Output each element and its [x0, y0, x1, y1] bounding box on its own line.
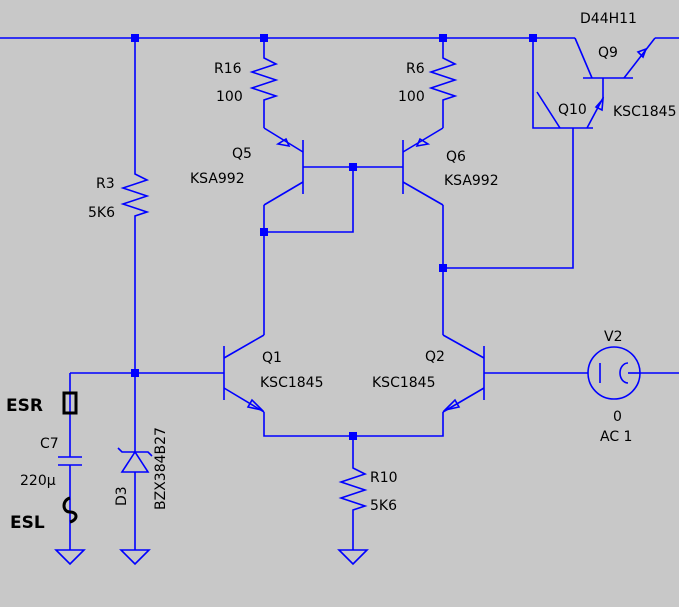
- capacitor-c7: [58, 456, 82, 466]
- resistor-r6: [428, 52, 458, 106]
- transistor-q10: [536, 91, 605, 129]
- junction-dot: [439, 264, 447, 272]
- q10-ref-label: Q10: [558, 102, 587, 118]
- q6-model-label: KSA992: [444, 173, 499, 189]
- junction-dot: [131, 34, 139, 42]
- q2-model-label: KSC1845: [372, 375, 435, 391]
- c7-ref-label: C7: [40, 436, 59, 452]
- q5-model-label: KSA992: [190, 171, 245, 187]
- vas-feed-wire: [443, 128, 574, 269]
- wires: [0, 37, 679, 550]
- junction-dot: [260, 228, 268, 236]
- r6-value-label: 100: [398, 89, 425, 105]
- transistor-q9: [574, 37, 656, 79]
- q9-ref-label: Q9: [598, 45, 618, 61]
- r6-ref-label: R6: [406, 61, 425, 77]
- d3-model-label: BZX384B27: [153, 427, 169, 510]
- resistor-r3: [120, 168, 150, 222]
- ground-symbol: [119, 549, 151, 566]
- junction-dot: [439, 34, 447, 42]
- junction-dot: [131, 369, 139, 377]
- q2-ref-label: Q2: [425, 349, 445, 365]
- q5-ref-label: Q5: [232, 146, 252, 162]
- junction-dot: [260, 34, 268, 42]
- ground-symbol: [337, 549, 369, 566]
- transistor-q2: [442, 334, 485, 413]
- v2-value-label: 0: [613, 409, 622, 425]
- esl-marker: [62, 496, 78, 524]
- q10-model-label: KSC1845: [613, 104, 676, 120]
- esr-marker: [62, 391, 78, 415]
- r16-ref-label: R16: [214, 61, 242, 77]
- zener-d3: [117, 447, 153, 473]
- q10-collector-wire: [532, 38, 553, 129]
- r16-value-label: 100: [216, 89, 243, 105]
- transistor-q6: [402, 127, 444, 206]
- junctions: [131, 34, 537, 440]
- v2-ac-label: AC 1: [600, 429, 632, 445]
- q1-model-label: KSC1845: [260, 375, 323, 391]
- junction-dot: [349, 163, 357, 171]
- d3-ref-label: D3: [114, 486, 130, 506]
- esl-label: ESL: [10, 513, 45, 533]
- esr-label: ESR: [6, 396, 43, 416]
- r3-ref-label: R3: [96, 176, 115, 192]
- v2-ref-label: V2: [604, 329, 622, 345]
- resistor-r16: [249, 52, 279, 106]
- transistor-q5: [263, 127, 304, 206]
- mirror-diode-link: [264, 167, 354, 233]
- q1-ref-label: Q1: [262, 350, 282, 366]
- voltage-source-v2: [587, 346, 641, 400]
- r10-value-label: 5K6: [370, 498, 397, 514]
- junction-dot: [349, 432, 357, 440]
- r3-value-label: 5K6: [88, 205, 115, 221]
- junction-dot: [529, 34, 537, 42]
- q6-ref-label: Q6: [446, 149, 466, 165]
- transistor-q1: [223, 334, 265, 413]
- r10-ref-label: R10: [370, 470, 398, 486]
- resistor-r10: [338, 462, 368, 516]
- ground-symbol: [54, 549, 86, 566]
- c7-value-label: 220µ: [20, 473, 56, 489]
- q9-model-label: D44H11: [580, 11, 637, 27]
